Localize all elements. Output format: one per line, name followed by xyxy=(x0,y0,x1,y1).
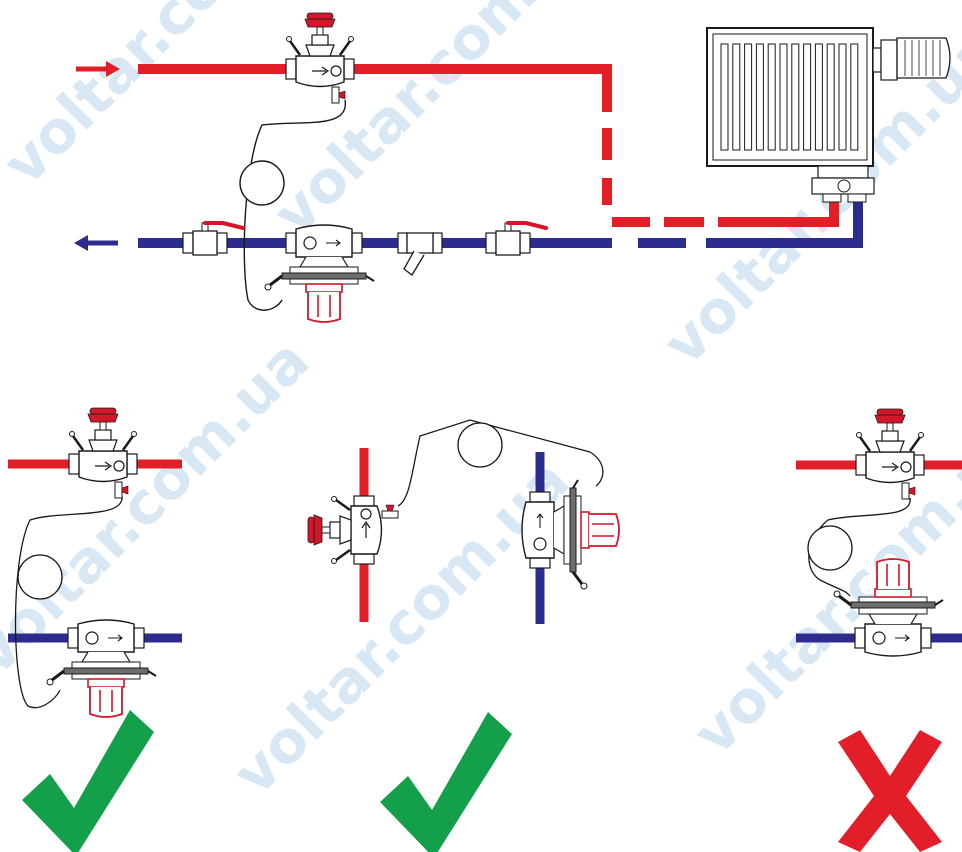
balancing-valve xyxy=(68,407,138,499)
checkmark-icon xyxy=(380,712,512,852)
thermostatic-head xyxy=(896,37,951,79)
differential-pressure-regulator xyxy=(46,619,157,718)
cross-icon xyxy=(838,730,942,852)
ball-valve xyxy=(485,221,548,256)
impulse-tube-coil xyxy=(807,525,853,571)
impulse-tube xyxy=(14,495,123,709)
impulse-tube-coil xyxy=(17,554,63,600)
balancing-valve xyxy=(855,408,925,500)
arrow-right-icon xyxy=(76,61,120,77)
ball-valve xyxy=(182,221,245,256)
balancing-valve xyxy=(285,12,355,104)
arrow-left-icon xyxy=(74,235,118,251)
impulse-tube-coil xyxy=(457,422,503,468)
variant-left xyxy=(8,407,182,718)
impulse-tube-coil xyxy=(239,160,285,206)
checkmark-icon xyxy=(22,710,154,852)
supply-dashed xyxy=(612,200,839,227)
variant-middle xyxy=(307,419,620,624)
differential-pressure-regulator xyxy=(833,558,944,657)
differential-pressure-regulator xyxy=(521,479,620,590)
radiator xyxy=(706,27,951,203)
main-scheme xyxy=(138,12,951,323)
return-dashed xyxy=(638,198,863,248)
balancing-valve xyxy=(307,495,399,565)
variant-right xyxy=(796,408,962,657)
strainer xyxy=(397,232,443,276)
differential-pressure-regulator xyxy=(264,224,375,323)
impulse-tube xyxy=(397,419,604,507)
